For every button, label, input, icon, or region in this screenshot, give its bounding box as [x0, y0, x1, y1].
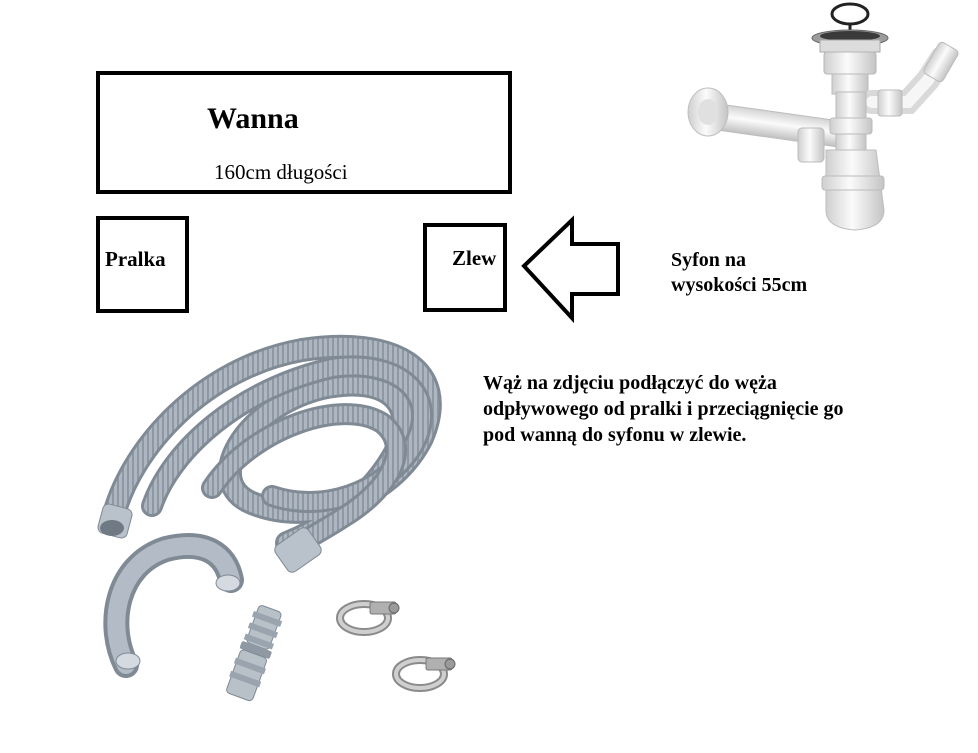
- siphon-photo: [687, 2, 959, 231]
- siphon-caption-line1: Syfon na: [671, 249, 747, 271]
- hose-clamp-icon: [336, 600, 400, 636]
- washer-box: [96, 216, 189, 313]
- sink-label: Zlew: [452, 246, 497, 270]
- hose-connector-icon: [226, 605, 283, 702]
- instruction-line3: pod wanną do syfonu w zlewie.: [483, 424, 747, 446]
- hose-hook-icon: [103, 533, 244, 678]
- drain-hose-photo: [97, 334, 442, 573]
- instruction-line1: Wąż na zdjęciu podłączyć do węża: [483, 372, 777, 394]
- hose-clamp-icon: [392, 656, 456, 692]
- washer-label: Pralka: [105, 247, 166, 271]
- siphon-caption-line2: wysokości 55cm: [671, 274, 808, 296]
- bathtub-title: Wanna: [207, 102, 299, 135]
- sink-box: [423, 223, 507, 312]
- arrow-left-icon: [521, 215, 620, 324]
- bathtub-box: [96, 71, 512, 194]
- bathtub-length: 160cm długości: [214, 160, 348, 184]
- instruction-line2: odpływowego od pralki i przeciągnięcie g…: [483, 398, 844, 420]
